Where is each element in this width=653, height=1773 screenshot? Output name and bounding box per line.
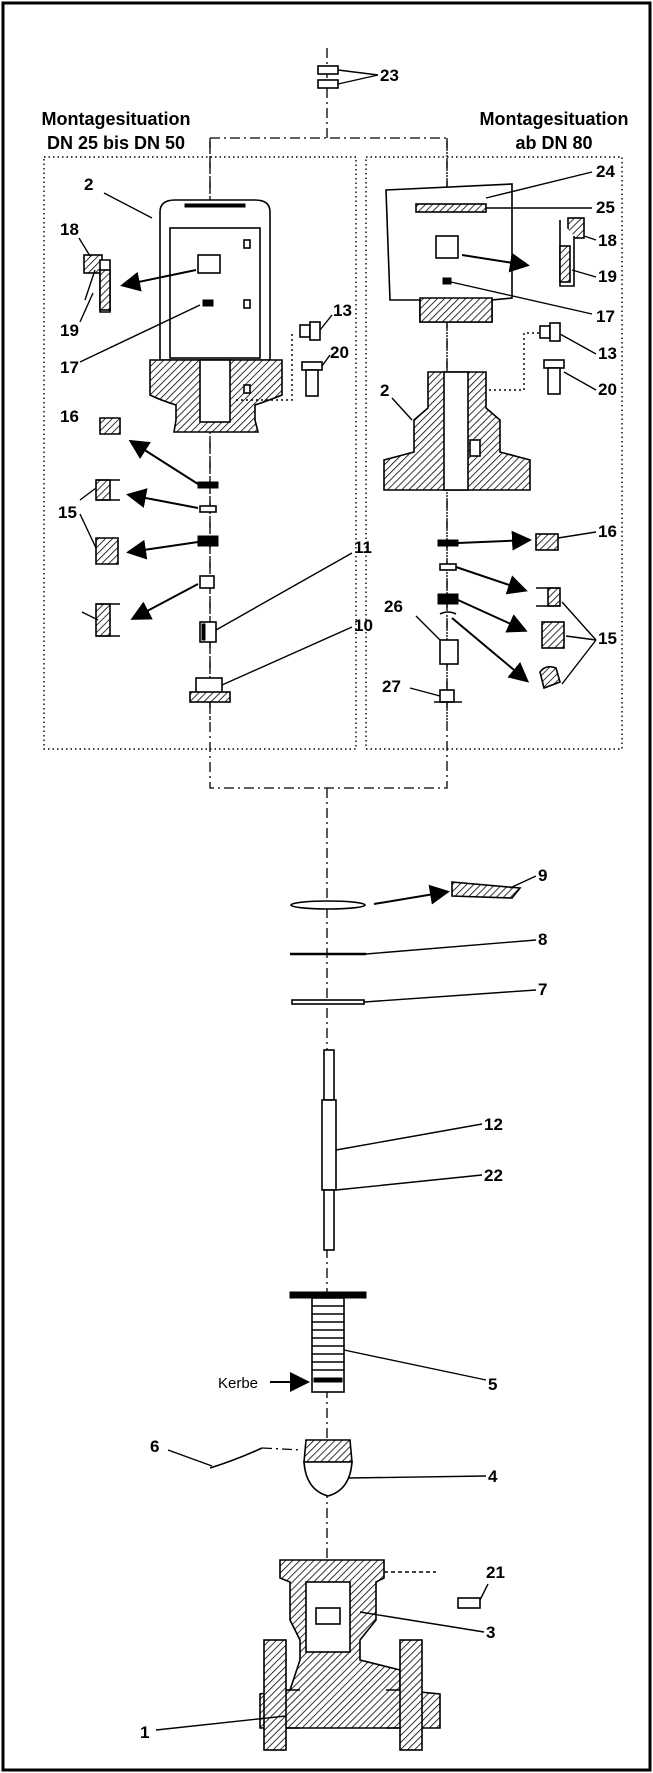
left-part-14: [81, 575, 215, 637]
label-15-left: 15: [58, 503, 77, 522]
leader-18-left: [78, 237, 91, 257]
right-part-15: [437, 563, 597, 690]
label-24: 24: [596, 162, 615, 181]
leader-8: [365, 939, 537, 955]
left-part-18-19: [83, 254, 197, 313]
left-part-13-20: [236, 314, 333, 401]
label-5: 5: [488, 1375, 497, 1394]
label-2-left: 2: [84, 175, 93, 194]
assembly-dashdot-frame: [209, 137, 448, 789]
label-19-left: 19: [60, 321, 79, 340]
left-yoke-part-2: [103, 192, 283, 433]
part-6-pin: [167, 1447, 303, 1469]
label-12: 12: [484, 1115, 503, 1134]
label-7: 7: [538, 980, 547, 999]
label-9: 9: [538, 866, 547, 885]
header-right-line1: Montagesituation: [480, 109, 629, 129]
part-4-plug: [303, 1439, 487, 1497]
leader-19-left: [79, 292, 94, 323]
label-23: 23: [380, 66, 399, 85]
part-12-spindle: [321, 1049, 483, 1251]
label-22: 22: [484, 1166, 503, 1185]
label-kerbe: Kerbe: [218, 1375, 258, 1392]
header-left-line1: Montagesituation: [42, 109, 191, 129]
label-4: 4: [488, 1467, 498, 1486]
label-15-right: 15: [598, 629, 617, 648]
label-26: 26: [384, 597, 403, 616]
part-23-nuts: [317, 65, 379, 89]
label-20-left: 20: [330, 343, 349, 362]
leader-17-left: [79, 304, 201, 363]
left-part-15: [79, 479, 219, 565]
right-part-13-20: [484, 322, 597, 395]
label-25: 25: [596, 198, 615, 217]
label-6: 6: [150, 1437, 159, 1456]
label-27: 27: [382, 677, 401, 696]
label-18-right: 18: [598, 231, 617, 250]
right-part-26-27: [409, 615, 462, 703]
leader-17-right: [450, 281, 593, 315]
label-17-left: 17: [60, 358, 79, 377]
part-21-nut: [384, 1571, 489, 1609]
label-3: 3: [486, 1623, 495, 1642]
right-part-16: [437, 530, 597, 551]
right-yoke-part-24: [385, 171, 593, 323]
part-5-bellows: [270, 1291, 487, 1393]
label-13-left: 13: [333, 301, 352, 320]
label-19-right: 19: [598, 267, 617, 286]
label-13-right: 13: [598, 344, 617, 363]
label-18-left: 18: [60, 220, 79, 239]
label-17-right: 17: [596, 307, 615, 326]
label-16-right: 16: [598, 522, 617, 541]
label-10: 10: [354, 616, 373, 635]
leader-7: [363, 989, 537, 1003]
label-21: 21: [486, 1563, 505, 1582]
label-16-left: 16: [60, 407, 79, 426]
header-right-line2: ab DN 80: [515, 133, 592, 153]
left-part-11: [199, 552, 353, 643]
label-11: 11: [354, 538, 372, 557]
left-assembly-box: [43, 156, 357, 750]
label-1: 1: [140, 1723, 149, 1742]
part-9-washer: [290, 875, 537, 910]
label-8: 8: [538, 930, 547, 949]
right-bonnet-part-2: [383, 371, 531, 491]
part-7-gasket: [291, 999, 365, 1005]
left-part-10: [189, 626, 353, 703]
left-part-16: [99, 417, 219, 489]
header-left-line2: DN 25 bis DN 50: [47, 133, 185, 153]
label-2-right: 2: [380, 381, 389, 400]
part-1-valve-body: [155, 1559, 485, 1751]
label-20-right: 20: [598, 380, 617, 399]
right-part-18-19: [461, 217, 597, 287]
right-assembly-box: [365, 156, 623, 750]
